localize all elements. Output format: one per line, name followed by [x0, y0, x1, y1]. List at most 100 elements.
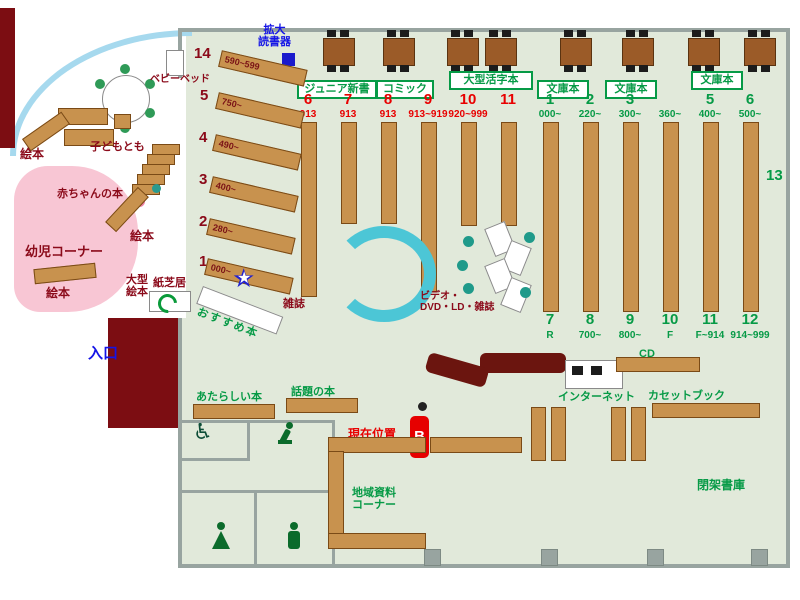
- shelf-number: 4: [199, 129, 208, 146]
- chair: [577, 65, 586, 72]
- chair: [327, 30, 336, 37]
- local-shelf: [328, 533, 426, 549]
- topic-books-label: 話題の本: [291, 386, 335, 398]
- chair: [340, 65, 349, 72]
- wheelchair-icon: ♿: [193, 419, 213, 444]
- stool-dot: [524, 232, 535, 243]
- reading-table: [622, 38, 654, 66]
- shelf-number: 10: [661, 311, 679, 328]
- bookshelf: [381, 122, 397, 224]
- local-materials-label: 地域資料 コーナー: [352, 487, 396, 511]
- chair: [489, 65, 498, 72]
- marker-glyph: B: [414, 428, 425, 445]
- shelf-range: 220~: [578, 109, 602, 120]
- shelf-range: 000~: [538, 109, 562, 120]
- toilet-wall-v3: [254, 490, 257, 568]
- stool-dot: [457, 260, 468, 271]
- genre-box-junior: ジュニア新書: [297, 80, 377, 99]
- new-books-shelf: [193, 404, 275, 419]
- chair-dot: [120, 64, 130, 74]
- shelf-range: 913~919: [408, 109, 448, 120]
- oogata-line2: 絵本: [126, 286, 148, 299]
- oogata-ehon-label: 大型 絵本: [126, 274, 148, 298]
- reading-table: [744, 38, 776, 66]
- wall-top: [178, 28, 790, 32]
- star-marker-icon: ★ ★: [232, 264, 260, 292]
- bookshelf: [501, 122, 517, 226]
- reading-table: [323, 38, 355, 66]
- kamishibai-box: [149, 291, 191, 312]
- computer: [572, 366, 583, 375]
- ehon-label: 絵本: [130, 229, 155, 243]
- toilet-wall-h1: [178, 420, 335, 423]
- bookshelf: [703, 122, 719, 312]
- magnifier-device: [282, 53, 295, 66]
- wall-left-lower: [178, 420, 182, 568]
- chair: [626, 65, 635, 72]
- reading-table: [688, 38, 720, 66]
- stool-dot: [463, 236, 474, 247]
- chair: [502, 65, 511, 72]
- new-books-label: あたらしい本: [196, 391, 262, 403]
- video-label: ビデオ・ DVD・LD・雑誌: [420, 291, 494, 313]
- shelf-range: F: [666, 330, 674, 341]
- reading-table: [447, 38, 479, 66]
- entrance-red-block: [108, 318, 178, 428]
- pillar: [647, 549, 664, 566]
- chair: [340, 30, 349, 37]
- chair: [564, 30, 573, 37]
- stool-dot: [520, 287, 531, 298]
- local-line2: コーナー: [352, 499, 396, 512]
- kids-table: [64, 129, 114, 146]
- womens-icon: [212, 522, 230, 550]
- chair: [464, 65, 473, 72]
- shelf-range: 400~: [698, 109, 722, 120]
- shelf-range: R: [546, 330, 554, 341]
- shelf-range: 920~999: [448, 109, 488, 120]
- cd-shelf: [616, 357, 700, 372]
- shelf-number: 7: [343, 91, 353, 108]
- chair: [748, 65, 757, 72]
- chair: [451, 65, 460, 72]
- chair: [761, 30, 770, 37]
- pillar: [424, 549, 441, 566]
- chair: [387, 30, 396, 37]
- chair: [387, 65, 396, 72]
- ehon-label: 絵本: [20, 147, 45, 161]
- genre-box-bunko3: 文庫本: [691, 71, 743, 90]
- chair: [748, 30, 757, 37]
- teal-stool: [152, 184, 161, 193]
- shelf-number: 9: [423, 91, 433, 108]
- star-outline: ★: [232, 263, 256, 293]
- chair: [639, 30, 648, 37]
- shelf-number: 11: [702, 311, 718, 328]
- shelf-range: F~914: [695, 330, 725, 341]
- bookshelf: [341, 122, 357, 224]
- wall-right: [786, 28, 790, 568]
- genre-box-comic: コミック: [376, 80, 434, 99]
- bookshelf: [461, 122, 477, 226]
- shelf-number: 1: [545, 91, 555, 108]
- shelf-number: 10: [459, 91, 477, 108]
- shelf-number: 5: [705, 91, 715, 108]
- closed-stacks-label: 閉架書庫: [697, 478, 746, 492]
- shelf-range: 913: [339, 109, 357, 120]
- oogata-line1: 大型: [126, 274, 148, 286]
- shelf-range: 360~: [658, 109, 682, 120]
- chair: [705, 30, 714, 37]
- video-line2: DVD・LD・雑誌: [420, 302, 495, 313]
- pillar: [541, 549, 558, 566]
- mid-shelf: [631, 407, 646, 461]
- genre-box-bunko1: 文庫本: [537, 80, 589, 99]
- icon-head: [290, 522, 298, 530]
- baby-books-label: 赤ちゃんの本: [57, 188, 123, 200]
- bookshelf: [543, 122, 559, 312]
- toilet-wall-v2: [247, 420, 250, 461]
- mid-shelf: [551, 407, 566, 461]
- baby-bed: [166, 50, 184, 76]
- reading-table: [383, 38, 415, 66]
- wall-left-mid: [178, 318, 182, 420]
- shelf-number: 8: [383, 91, 393, 108]
- ehon-label: 絵本: [46, 286, 71, 300]
